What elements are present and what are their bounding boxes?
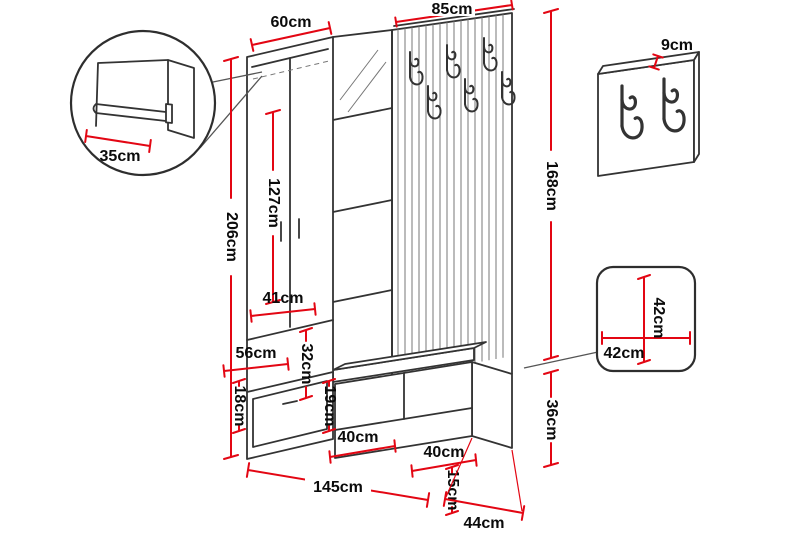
- dim-compartment-width-label: 41cm: [263, 290, 304, 307]
- seat-callout-box: [595, 265, 697, 373]
- panel-slats: [397, 14, 504, 377]
- dim-coat-panel-width-label-bg: [429, 1, 475, 16]
- dim-total-width-label-bg: [305, 477, 371, 495]
- dim-niche-width-right-line: [410, 453, 478, 478]
- wardrobe-drawer: [252, 380, 328, 448]
- dim-panel-height-label: 168cm: [543, 161, 560, 211]
- dim-coat-panel-width-label: 85cm: [432, 1, 473, 18]
- dim-rail-depth-label: 35cm: [100, 148, 141, 165]
- dim-shelf-height-label: 32cm: [298, 344, 315, 385]
- dim-niche-width-left-label: 40cm: [338, 429, 379, 446]
- dim-detail-width-label: 42cm: [604, 345, 645, 362]
- dim-total-width-label: 145cm: [313, 479, 363, 496]
- wall-panel-side: [693, 51, 700, 163]
- dim-niche-width-left-line: [328, 439, 397, 464]
- shelf-column-outline: [332, 29, 393, 379]
- detail-side-wall: [167, 59, 195, 139]
- dim-wall-panel-depth-label: 9cm: [661, 37, 693, 54]
- dim-total-height-label: 206cm: [223, 212, 240, 262]
- dim-hanging-height-line: [265, 109, 281, 305]
- coat-panel-top-thickness: [393, 8, 515, 27]
- bench-cushion-top: [332, 341, 487, 371]
- wall-hook-panel: [597, 51, 700, 177]
- wardrobe-shelf-line: [246, 371, 334, 393]
- wall-panel-front: [597, 59, 695, 177]
- wardrobe: [246, 36, 334, 460]
- dimension-annotations: 60cm 85cm 9cm 35cm 206cm 127cm 41cm 56cm…: [84, 0, 693, 532]
- dim-bench-depth-label: 44cm: [464, 515, 505, 532]
- dim-interior-width-label: 56cm: [236, 345, 277, 362]
- dim-wardrobe-width-line: [249, 21, 333, 52]
- dim-hanging-height-label: 127cm: [265, 178, 282, 228]
- dim-plinth-height-label: 15cm: [444, 470, 461, 511]
- dim-shelf-height-line: [299, 327, 313, 401]
- shelf-column: [332, 29, 393, 379]
- coat-panel: [391, 8, 516, 378]
- dim-right-niche-height-label: 19cm: [321, 386, 338, 427]
- bench: [332, 341, 513, 459]
- bench-right-end: [471, 361, 513, 449]
- dim-niche-width-right-label: 40cm: [424, 444, 465, 461]
- dim-bench-depth-extensions: [445, 437, 523, 512]
- dim-compartment-width-line: [249, 302, 317, 323]
- dim-panel-height-line: [543, 8, 559, 361]
- dim-interior-width-line: [222, 357, 290, 378]
- dim-wardrobe-width-label: 60cm: [271, 14, 312, 31]
- drawer-handle: [282, 400, 298, 405]
- detail-rail: [92, 103, 167, 122]
- dim-detail-height-label: 42cm: [650, 298, 667, 339]
- seat-detail-callout: 42cm 42cm: [523, 265, 697, 373]
- detail-shelf-lines: [95, 59, 169, 127]
- seat-callout-leader: [523, 351, 599, 369]
- dim-total-height-line: [223, 56, 239, 460]
- dim-bench-height-line: [543, 369, 559, 468]
- dim-rail-depth-line: [84, 129, 152, 153]
- wardrobe-door-bottom: [246, 319, 334, 341]
- dim-bench-height-label: 36cm: [543, 400, 560, 441]
- dim-detail-height-line: [637, 274, 651, 365]
- dim-plinth-height-line: [445, 464, 459, 516]
- dim-left-niche-height-line: [232, 378, 246, 434]
- dim-left-niche-height-label: 18cm: [231, 386, 248, 427]
- shelf-lines: [332, 107, 393, 303]
- dim-right-niche-height-line: [322, 378, 336, 434]
- detail-rail-bracket: [165, 103, 173, 124]
- dim-bench-depth-line: [442, 491, 526, 521]
- dim-wall-panel-depth-line: [648, 53, 664, 71]
- hanging-rail-dashed: [252, 60, 330, 80]
- dim-detail-width-line: [601, 331, 691, 345]
- mirror-glint-lines: [339, 49, 387, 113]
